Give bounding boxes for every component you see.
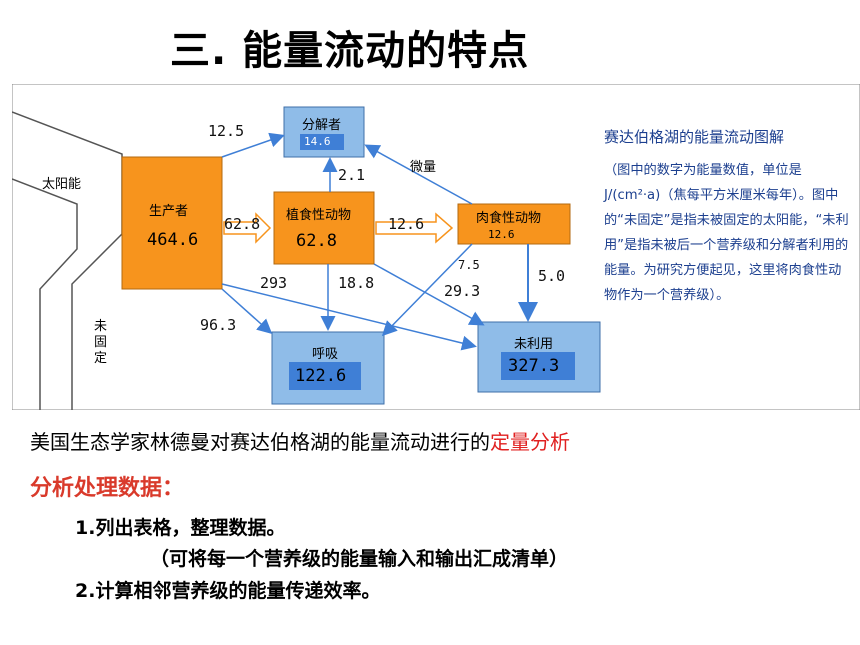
unused-value: 327.3 <box>508 356 560 376</box>
unused-value-bg <box>501 352 575 380</box>
step-1-note: （可将每一个营养级的能量输入和输出汇成清单） <box>150 548 569 570</box>
decomposer-value-bg <box>300 134 344 150</box>
flow-herbivore-carnivore: 12.6 <box>388 215 425 233</box>
flow-producer-unused: 293 <box>260 274 288 292</box>
energy-flow-diagram: 太阳能 未固定 生产者 464.6 植食性动物 62.8 肉食性动物 12.6 … <box>12 84 860 410</box>
producer-label: 生产者 <box>149 204 189 219</box>
step-1: 1.列出表格，整理数据。 <box>75 517 286 539</box>
side-description: （图中的数字为能量数值，单位是 J/(cm²·a)（焦每平方米厘米每年）。图中的… <box>604 163 849 303</box>
lake-shore-line-inner <box>12 178 78 410</box>
intro-prefix: 美国生态学家林德曼对赛达伯格湖的能量流动进行的 <box>30 430 490 454</box>
arrow-producer-respiration <box>221 288 273 335</box>
herbivore-value: 62.8 <box>296 231 337 251</box>
flow-carnivore-unused: 5.0 <box>538 267 566 285</box>
unused-label: 未利用 <box>514 337 554 352</box>
decomposer-value: 14.6 <box>304 135 331 148</box>
arrow-producer-herbivore <box>223 212 272 244</box>
side-title: 赛达伯格湖的能量流动图解 <box>604 128 785 146</box>
carnivore-box <box>457 203 571 245</box>
sun-label: 太阳能 <box>42 177 82 192</box>
section-subtitle: 分析处理数据： <box>30 476 185 501</box>
arrow-producer-decomposer <box>221 132 285 158</box>
decomposer-label: 分解者 <box>302 118 342 133</box>
carnivore-label: 肉食性动物 <box>476 211 542 226</box>
respiration-value: 122.6 <box>295 366 347 386</box>
unfixed-label: 未固定 <box>94 319 108 366</box>
flow-herbivore-decomposer: 2.1 <box>338 166 366 184</box>
page-title: 三. 能量流动的特点 <box>170 28 530 74</box>
intro-highlight: 定量分析 <box>490 430 570 454</box>
producer-box <box>121 156 223 290</box>
herbivore-label: 植食性动物 <box>286 208 352 223</box>
flow-herbivore-respiration: 18.8 <box>338 274 375 292</box>
step-2: 2.计算相邻营养级的能量传递效率。 <box>75 580 381 602</box>
intro-text: 美国生态学家林德曼对赛达伯格湖的能量流动进行的定量分析 <box>30 426 570 455</box>
arrow-carnivore-respiration <box>381 243 473 337</box>
diagram-graphics <box>12 84 860 410</box>
carnivore-value: 12.6 <box>488 228 515 241</box>
arrow-carnivore-decomposer <box>364 144 473 205</box>
arrow-producer-unused <box>221 283 477 351</box>
flow-producer-respiration: 96.3 <box>200 316 237 334</box>
flow-producer-decomposer: 12.5 <box>208 122 245 140</box>
micro-label: 微量 <box>410 160 437 175</box>
arrow-herbivore-unused <box>373 263 485 326</box>
producer-value-bg <box>143 226 211 254</box>
flow-producer-herbivore: 62.8 <box>224 215 261 233</box>
herbivore-box <box>273 191 375 265</box>
arrow-herbivore-carnivore <box>375 212 454 244</box>
flow-carnivore-respiration: 7.5 <box>458 258 480 272</box>
respiration-label: 呼吸 <box>312 347 339 362</box>
producer-value: 464.6 <box>147 230 199 250</box>
respiration-value-bg <box>289 362 361 390</box>
flow-herbivore-unused: 29.3 <box>444 282 481 300</box>
